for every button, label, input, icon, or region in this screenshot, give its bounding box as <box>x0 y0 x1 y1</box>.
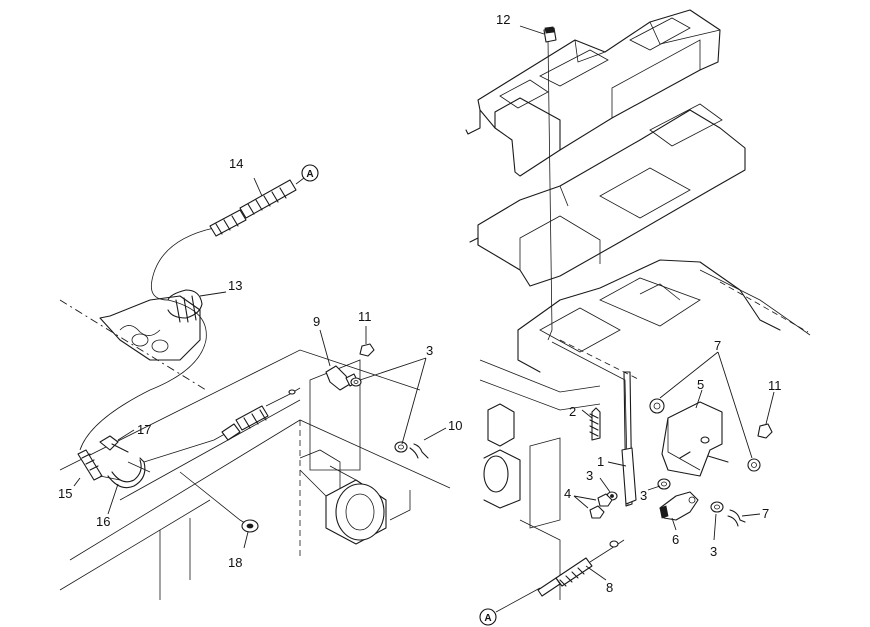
left-cable-main <box>79 227 215 451</box>
part-7-cotter-pin <box>727 509 746 527</box>
callout-17: 17 <box>137 422 151 437</box>
callout-11-right: 11 <box>768 378 782 393</box>
upper-cover-panel <box>465 9 721 177</box>
callout-11-left: 11 <box>358 309 372 324</box>
callout-3-right-b: 3 <box>640 488 647 503</box>
part-7-e-ring-lower <box>747 458 761 472</box>
part-18-grommet <box>241 519 259 533</box>
part-3-washer-right-b <box>657 478 671 490</box>
part-16-clamp <box>99 457 151 489</box>
part-2-spring <box>589 407 601 441</box>
part-15-cable-sleeve <box>77 449 103 481</box>
part-14-threaded-end <box>209 177 305 237</box>
reference-a-top: A <box>301 164 319 182</box>
callout-10: 10 <box>448 418 462 433</box>
reference-a-bottom-label: A <box>484 613 491 624</box>
callout-labels: 12 14 13 9 11 3 10 17 15 16 18 7 5 11 2 … <box>58 12 782 595</box>
part-5-bracket <box>661 401 729 477</box>
motor-cylinder <box>299 465 411 545</box>
callout-7-upper: 7 <box>714 338 721 353</box>
part-8-cable <box>495 539 625 613</box>
callout-2: 2 <box>569 404 576 419</box>
callout-18: 18 <box>228 555 242 570</box>
part-7-e-ring-upper <box>649 398 665 414</box>
part-4-nuts <box>589 493 613 519</box>
callout-12: 12 <box>496 12 510 27</box>
callout-13: 13 <box>228 278 242 293</box>
leader-lines <box>73 25 775 581</box>
callout-14: 14 <box>229 156 243 171</box>
left-cable-adjuster <box>143 387 301 527</box>
callout-3-right-c: 3 <box>710 544 717 559</box>
left-frame-panels <box>59 295 451 600</box>
reference-a-bottom: A <box>479 608 497 626</box>
callout-1: 1 <box>597 454 604 469</box>
part-11-nut-right <box>757 423 773 439</box>
callout-9: 9 <box>313 314 320 329</box>
part-12-pin <box>543 26 557 43</box>
callout-15: 15 <box>58 486 72 501</box>
middle-cover-panel <box>469 103 746 287</box>
part-13-cable-clip <box>167 289 203 323</box>
part-3-washer-left-a <box>350 377 362 387</box>
callout-7-lower: 7 <box>762 506 769 521</box>
part-10-pin <box>409 443 429 459</box>
part-11-nut-left <box>359 343 375 357</box>
callout-3-right-a: 3 <box>586 468 593 483</box>
part-3-washer-left-b <box>394 441 408 453</box>
part-1-lever-plate <box>621 447 637 505</box>
callout-8: 8 <box>606 580 613 595</box>
part-9-fitting <box>325 365 359 391</box>
callout-5: 5 <box>697 377 704 392</box>
callout-6: 6 <box>672 532 679 547</box>
part-3-washer-right-c <box>710 501 724 513</box>
callout-3-left: 3 <box>426 343 433 358</box>
callout-4: 4 <box>564 486 571 501</box>
callout-16: 16 <box>96 514 110 529</box>
reference-a-top-label: A <box>306 169 313 180</box>
part-17-screw <box>99 435 129 453</box>
part-6-link-arm <box>659 491 699 521</box>
